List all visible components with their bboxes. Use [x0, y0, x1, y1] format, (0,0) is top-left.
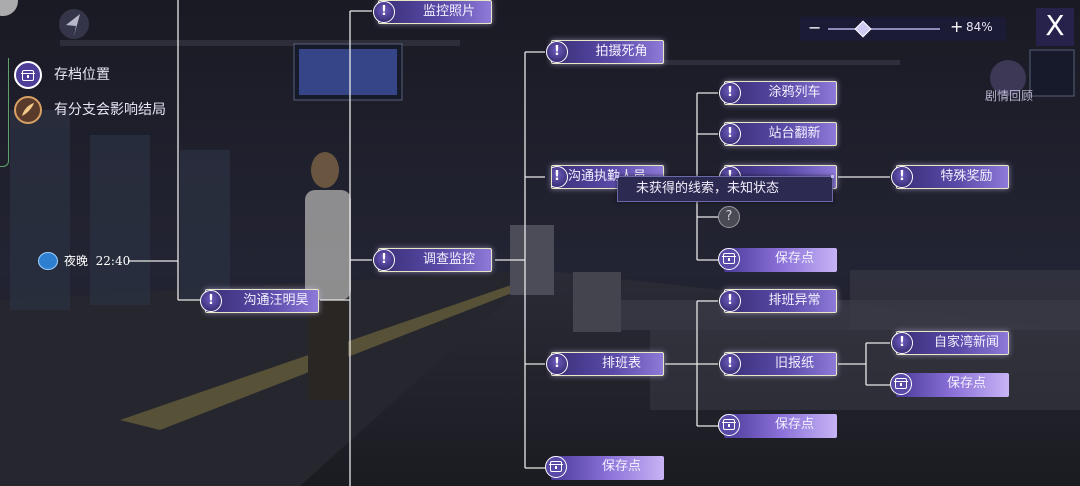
node-tuya-lieche[interactable]: ! 涂鸦列车 [719, 81, 837, 105]
ceiling-lights [60, 40, 900, 65]
node-label: 调查监控 [422, 252, 475, 267]
node-label: 自家湾新闻 [933, 335, 999, 350]
node-label: 保存点 [601, 459, 641, 474]
night-cloud-icon [38, 252, 58, 270]
zoom-slider-track[interactable] [828, 28, 940, 30]
node-paibanbiao[interactable]: ! 排班表 [546, 352, 664, 376]
story-review-label: 剧情回顾 [984, 89, 1033, 103]
node-label: 排班表 [601, 356, 641, 371]
question-icon: ? [725, 209, 733, 224]
clue-tooltip: 未获得的线索，未知状态 [616, 175, 834, 202]
node-label: 旧报纸 [774, 356, 814, 371]
exclamation-icon: ! [373, 249, 395, 271]
node-label: 涂鸦列车 [768, 85, 821, 100]
node-save-4[interactable]: 保存点 [545, 456, 664, 480]
exclamation-icon: ! [719, 82, 741, 104]
character-silhouette [305, 152, 351, 400]
zoom-control: − + 84% [800, 17, 1006, 41]
legend-label-save: 存档位置 [54, 67, 110, 83]
node-label: 排班异常 [768, 293, 821, 308]
node-save-1[interactable]: 保存点 [718, 248, 837, 272]
exclamation-icon: ! [373, 1, 395, 23]
node-zijiawan-xinwen[interactable]: ! 自家湾新闻 [891, 331, 1009, 355]
exclamation-icon: ! [719, 290, 741, 312]
save-box-icon [718, 414, 740, 436]
node-label: 站台翻新 [768, 126, 821, 141]
back-arrow-icon [59, 9, 89, 39]
exclamation-icon: ! [891, 332, 913, 354]
exclamation-icon: ! [719, 123, 741, 145]
time-period: 夜晚 [64, 254, 89, 268]
node-jiu-baozhi[interactable]: ! 旧报纸 [719, 352, 837, 376]
story-review-button[interactable]: 剧情回顾 [978, 60, 1040, 104]
node-teshu-jiangli[interactable]: ! 特殊奖励 [891, 165, 1009, 189]
branch-leaf-icon [14, 96, 42, 124]
node-save-3[interactable]: 保存点 [718, 414, 837, 438]
exclamation-icon: ! [200, 290, 222, 312]
node-label: 保存点 [946, 376, 986, 391]
save-box-icon [890, 373, 912, 395]
legend-frame [0, 58, 9, 167]
node-jiankong-zhaopian[interactable]: ! 监控照片 [373, 0, 492, 24]
node-diaocha-jiankong[interactable]: ! 调查监控 [373, 248, 492, 272]
time-value: 22:40 [95, 254, 131, 268]
zoom-value: 84% [966, 20, 993, 34]
station-monitor [293, 43, 1075, 101]
node-label: 保存点 [774, 417, 814, 432]
zoom-slider-handle[interactable] [854, 20, 872, 38]
exclamation-icon: ! [891, 166, 913, 188]
back-button[interactable] [54, 8, 94, 40]
node-unknown-clue[interactable]: ? [718, 206, 740, 228]
node-goutong-wangmingchang[interactable]: ! 沟通汪明昊 [200, 289, 319, 313]
node-save-2[interactable]: 保存点 [890, 373, 1009, 397]
node-paiban-yichang[interactable]: ! 排班异常 [719, 289, 837, 313]
exclamation-icon: ! [546, 353, 568, 375]
save-box-icon [14, 61, 42, 89]
legend-panel: 存档位置 有分支会影响结局 [0, 58, 190, 167]
close-button[interactable]: X [1036, 8, 1074, 46]
node-label: 拍摄死角 [595, 44, 648, 59]
node-label: 特殊奖励 [940, 169, 993, 184]
save-box-icon [545, 456, 567, 478]
node-paishe-sijiao[interactable]: ! 拍摄死角 [546, 40, 664, 64]
save-box-icon [718, 248, 740, 270]
zoom-in-button[interactable]: + [950, 17, 964, 36]
zoom-out-button[interactable]: − [808, 18, 822, 37]
node-label: 沟通汪明昊 [243, 293, 309, 308]
exclamation-icon: ! [552, 166, 568, 188]
node-zhantai-fanxin[interactable]: ! 站台翻新 [719, 122, 837, 146]
story-review-icon [990, 60, 1026, 96]
exclamation-icon: ! [546, 41, 568, 63]
train-doors [10, 110, 230, 310]
node-label: 保存点 [774, 251, 814, 266]
node-label: 监控照片 [422, 4, 475, 19]
legend-label-branch: 有分支会影响结局 [54, 102, 166, 118]
exclamation-icon: ! [719, 353, 741, 375]
